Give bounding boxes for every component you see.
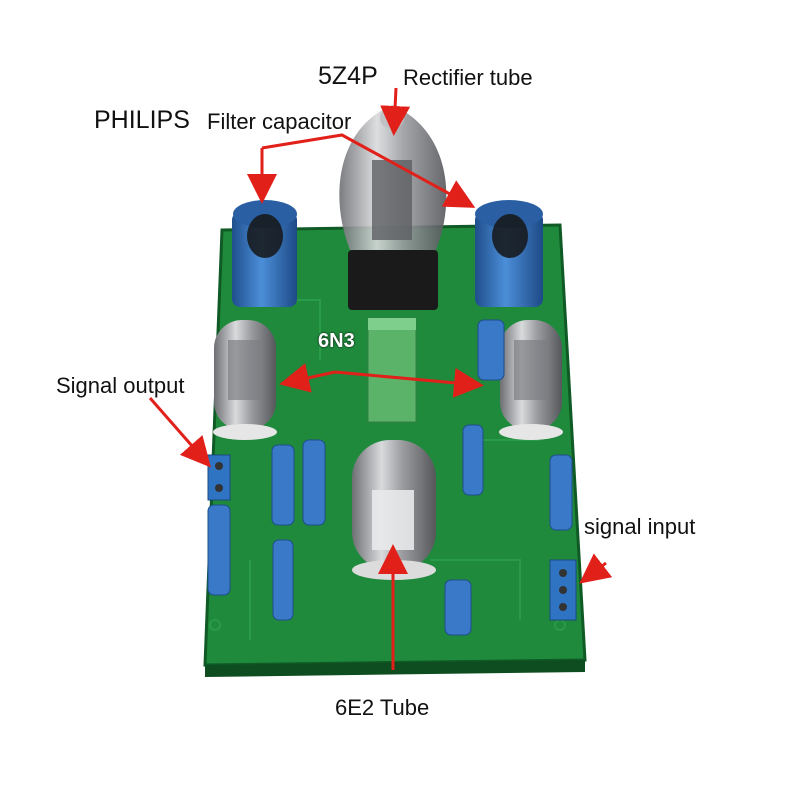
capacitor-brand-label: PHILIPS [94,106,190,134]
filter-capacitor-left [232,200,297,307]
rectifier-model-label: 5Z4P [318,62,378,90]
tube-6n3-left [213,320,277,440]
input-terminal-block [549,559,577,621]
film-capacitors [207,319,573,636]
output-terminal-block [207,454,231,501]
tube-6e2 [352,440,436,580]
signal-output-label: Signal output [56,373,185,398]
filter-capacitor-right [475,200,543,307]
green-film-capacitor [367,317,417,423]
signal-input-label: signal input [584,514,696,539]
tube-6n3-right [499,320,563,440]
rectifier-text-label: Rectifier tube [403,65,533,90]
tube-6e2-label: 6E2 Tube [335,695,430,720]
board-tube-label: 6N3 [318,330,355,352]
capacitor-text-label: Filter capacitor [207,109,352,134]
rectifier-tube-5z4p [339,105,447,310]
annotation-arrows [148,87,613,670]
